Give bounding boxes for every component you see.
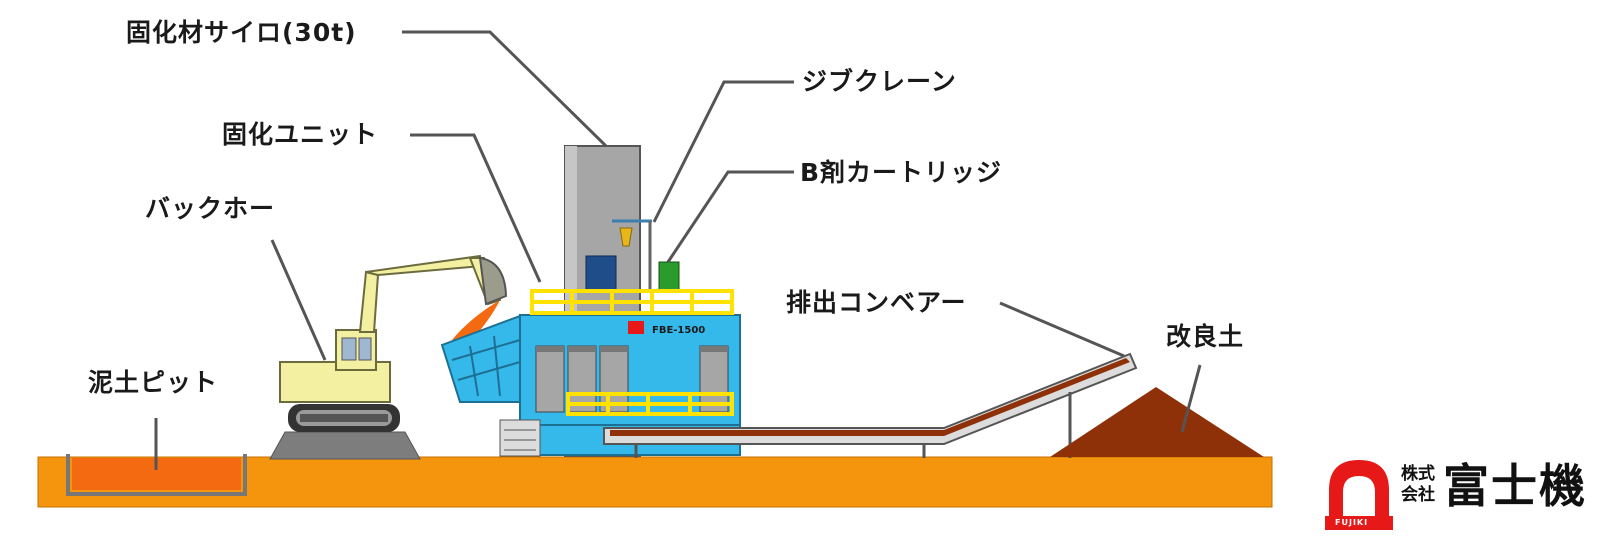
label-discharge-conveyor: 排出コンベアー (786, 288, 967, 317)
label-jib-crane: ジブクレーン (802, 67, 957, 96)
company-logo: FUJIKI 株式会社 富士機 (1325, 454, 1610, 534)
label-solid-unit: 固化ユニット (222, 120, 379, 149)
jib-crane (612, 219, 652, 290)
unit-plate-text: FBE-1500 (652, 325, 705, 336)
lower-railing (566, 392, 734, 416)
top-railing (530, 289, 734, 315)
hopper (585, 255, 617, 291)
label-silo: 固化材サイロ(30t) (126, 18, 357, 47)
improved-soil-pile (1050, 387, 1264, 457)
logo-company-prefix: 株式会社 (1401, 464, 1435, 505)
b-cartridge (658, 261, 680, 293)
label-backhoe: バックホー (145, 194, 276, 223)
label-b-cartridge: B剤カートリッジ (800, 158, 1003, 187)
logo-company-name: 富士機 (1443, 459, 1587, 513)
backhoe (269, 254, 508, 460)
leader-lines (154, 30, 1202, 470)
discharge-conveyor (603, 352, 1138, 458)
label-mud-pit: 泥土ピット (88, 368, 219, 397)
logo-mark-text: FUJIKI (1335, 518, 1369, 527)
label-improved-soil: 改良土 (1166, 322, 1245, 351)
fujiki-logo-mark (1325, 460, 1393, 530)
